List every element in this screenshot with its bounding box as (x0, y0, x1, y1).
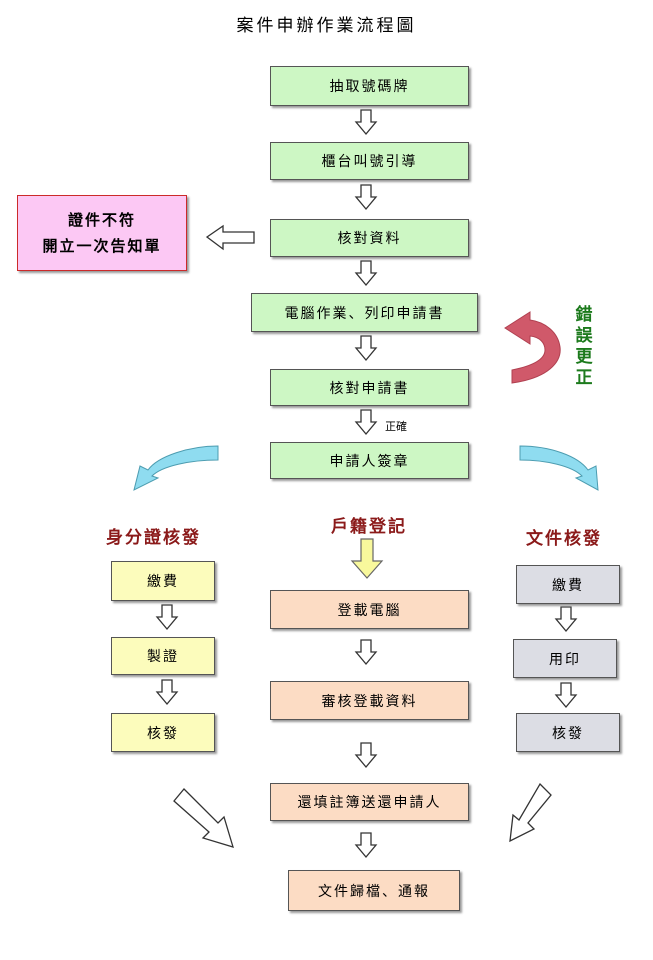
id-step-issue: 核發 (111, 713, 215, 752)
down-arrow-7 (355, 742, 377, 768)
heading-household: 戶籍登記 (331, 517, 407, 537)
down-arrow-9 (156, 604, 178, 630)
doc-step-fee: 繳費 (516, 565, 620, 604)
correct-label: 正確 (385, 420, 407, 433)
heading-document: 文件核發 (526, 529, 602, 549)
step-applicant-sign: 申請人簽章 (270, 442, 469, 479)
household-step-return: 還填註簿送還申請人 (270, 783, 469, 821)
household-step-review: 審核登載資料 (270, 681, 469, 720)
id-step-make-card: 製證 (111, 637, 215, 675)
correction-char-1: 錯 (575, 305, 593, 325)
down-arrow-12 (555, 682, 577, 708)
step-take-number: 抽取號碼牌 (270, 66, 469, 106)
doc-step-seal: 用印 (513, 639, 617, 678)
correction-char-4: 正 (575, 368, 593, 388)
down-arrow-10 (156, 679, 178, 705)
down-arrow-6 (355, 639, 377, 665)
household-down-arrow (350, 538, 384, 579)
step-computer-print: 電腦作業、列印申請書 (251, 293, 478, 332)
curve-arrow-right (519, 445, 599, 491)
household-step-archive: 文件歸檔、通報 (288, 870, 460, 911)
correction-curve-arrow (504, 311, 561, 384)
heading-id-card: 身分證核發 (106, 528, 201, 548)
correction-label: 錯 誤 更 正 (567, 305, 601, 389)
id-step-fee: 繳費 (111, 561, 215, 601)
reject-line-1: 證件不符 (67, 211, 136, 229)
step-verify-application: 核對申請書 (270, 369, 469, 406)
doc-step-issue: 核發 (516, 713, 620, 752)
step-counter-call: 櫃台叫號引導 (270, 142, 469, 180)
left-arrow-reject (205, 224, 255, 251)
curve-arrow-left (133, 445, 219, 491)
down-arrow-11 (555, 606, 577, 632)
down-arrow-2 (355, 184, 377, 210)
diagonal-arrow-left (173, 788, 234, 848)
down-arrow-4 (355, 335, 377, 361)
down-arrow-8 (355, 832, 377, 858)
household-step-enter: 登載電腦 (270, 590, 469, 629)
diagonal-arrow-right (509, 782, 552, 843)
down-arrow-5 (355, 409, 377, 435)
correction-char-2: 誤 (575, 326, 593, 346)
page-title: 案件申辦作業流程圖 (236, 16, 417, 36)
reject-notice-box: 證件不符 開立一次告知單 (17, 195, 187, 271)
down-arrow-3 (355, 260, 377, 286)
down-arrow-1 (355, 109, 377, 135)
correction-char-3: 更 (575, 347, 593, 367)
step-verify-data: 核對資料 (270, 219, 469, 257)
reject-line-2: 開立一次告知單 (42, 237, 162, 255)
